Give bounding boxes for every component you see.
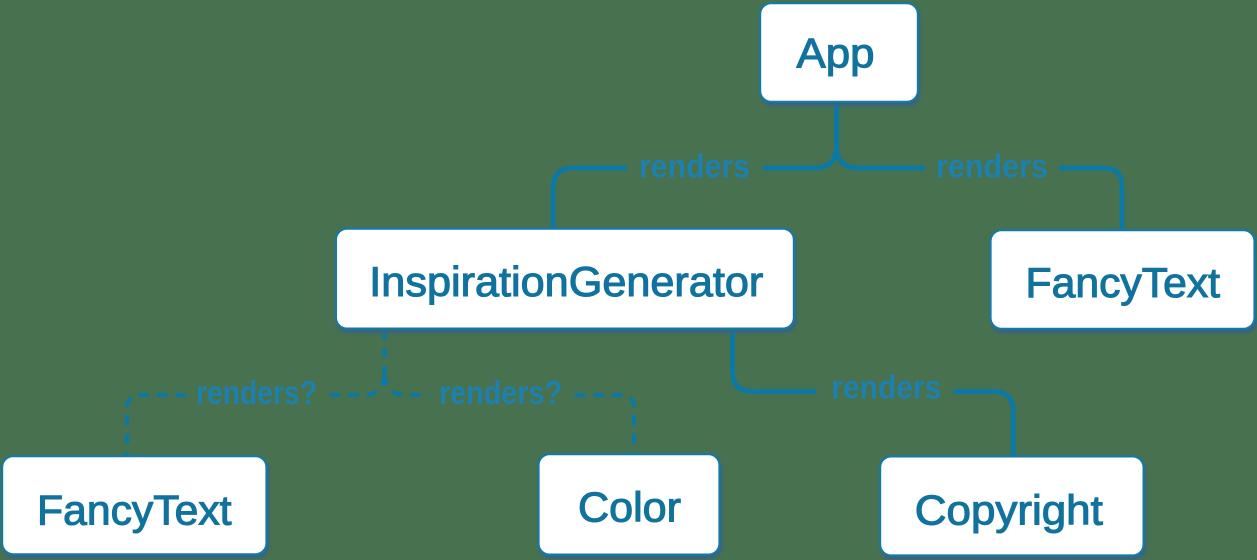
svg-text:Copyright: Copyright bbox=[915, 487, 1103, 534]
svg-text:Color: Color bbox=[578, 483, 681, 530]
svg-text:FancyText: FancyText bbox=[1026, 259, 1221, 306]
svg-text:renders?: renders? bbox=[439, 374, 562, 411]
svg-text:InspirationGenerator: InspirationGenerator bbox=[369, 258, 763, 305]
svg-text:FancyText: FancyText bbox=[37, 487, 232, 534]
svg-text:renders: renders bbox=[831, 369, 941, 406]
svg-text:renders?: renders? bbox=[196, 374, 317, 411]
svg-text:renders: renders bbox=[936, 147, 1048, 184]
svg-text:renders: renders bbox=[639, 147, 750, 184]
svg-text:App: App bbox=[797, 29, 875, 76]
